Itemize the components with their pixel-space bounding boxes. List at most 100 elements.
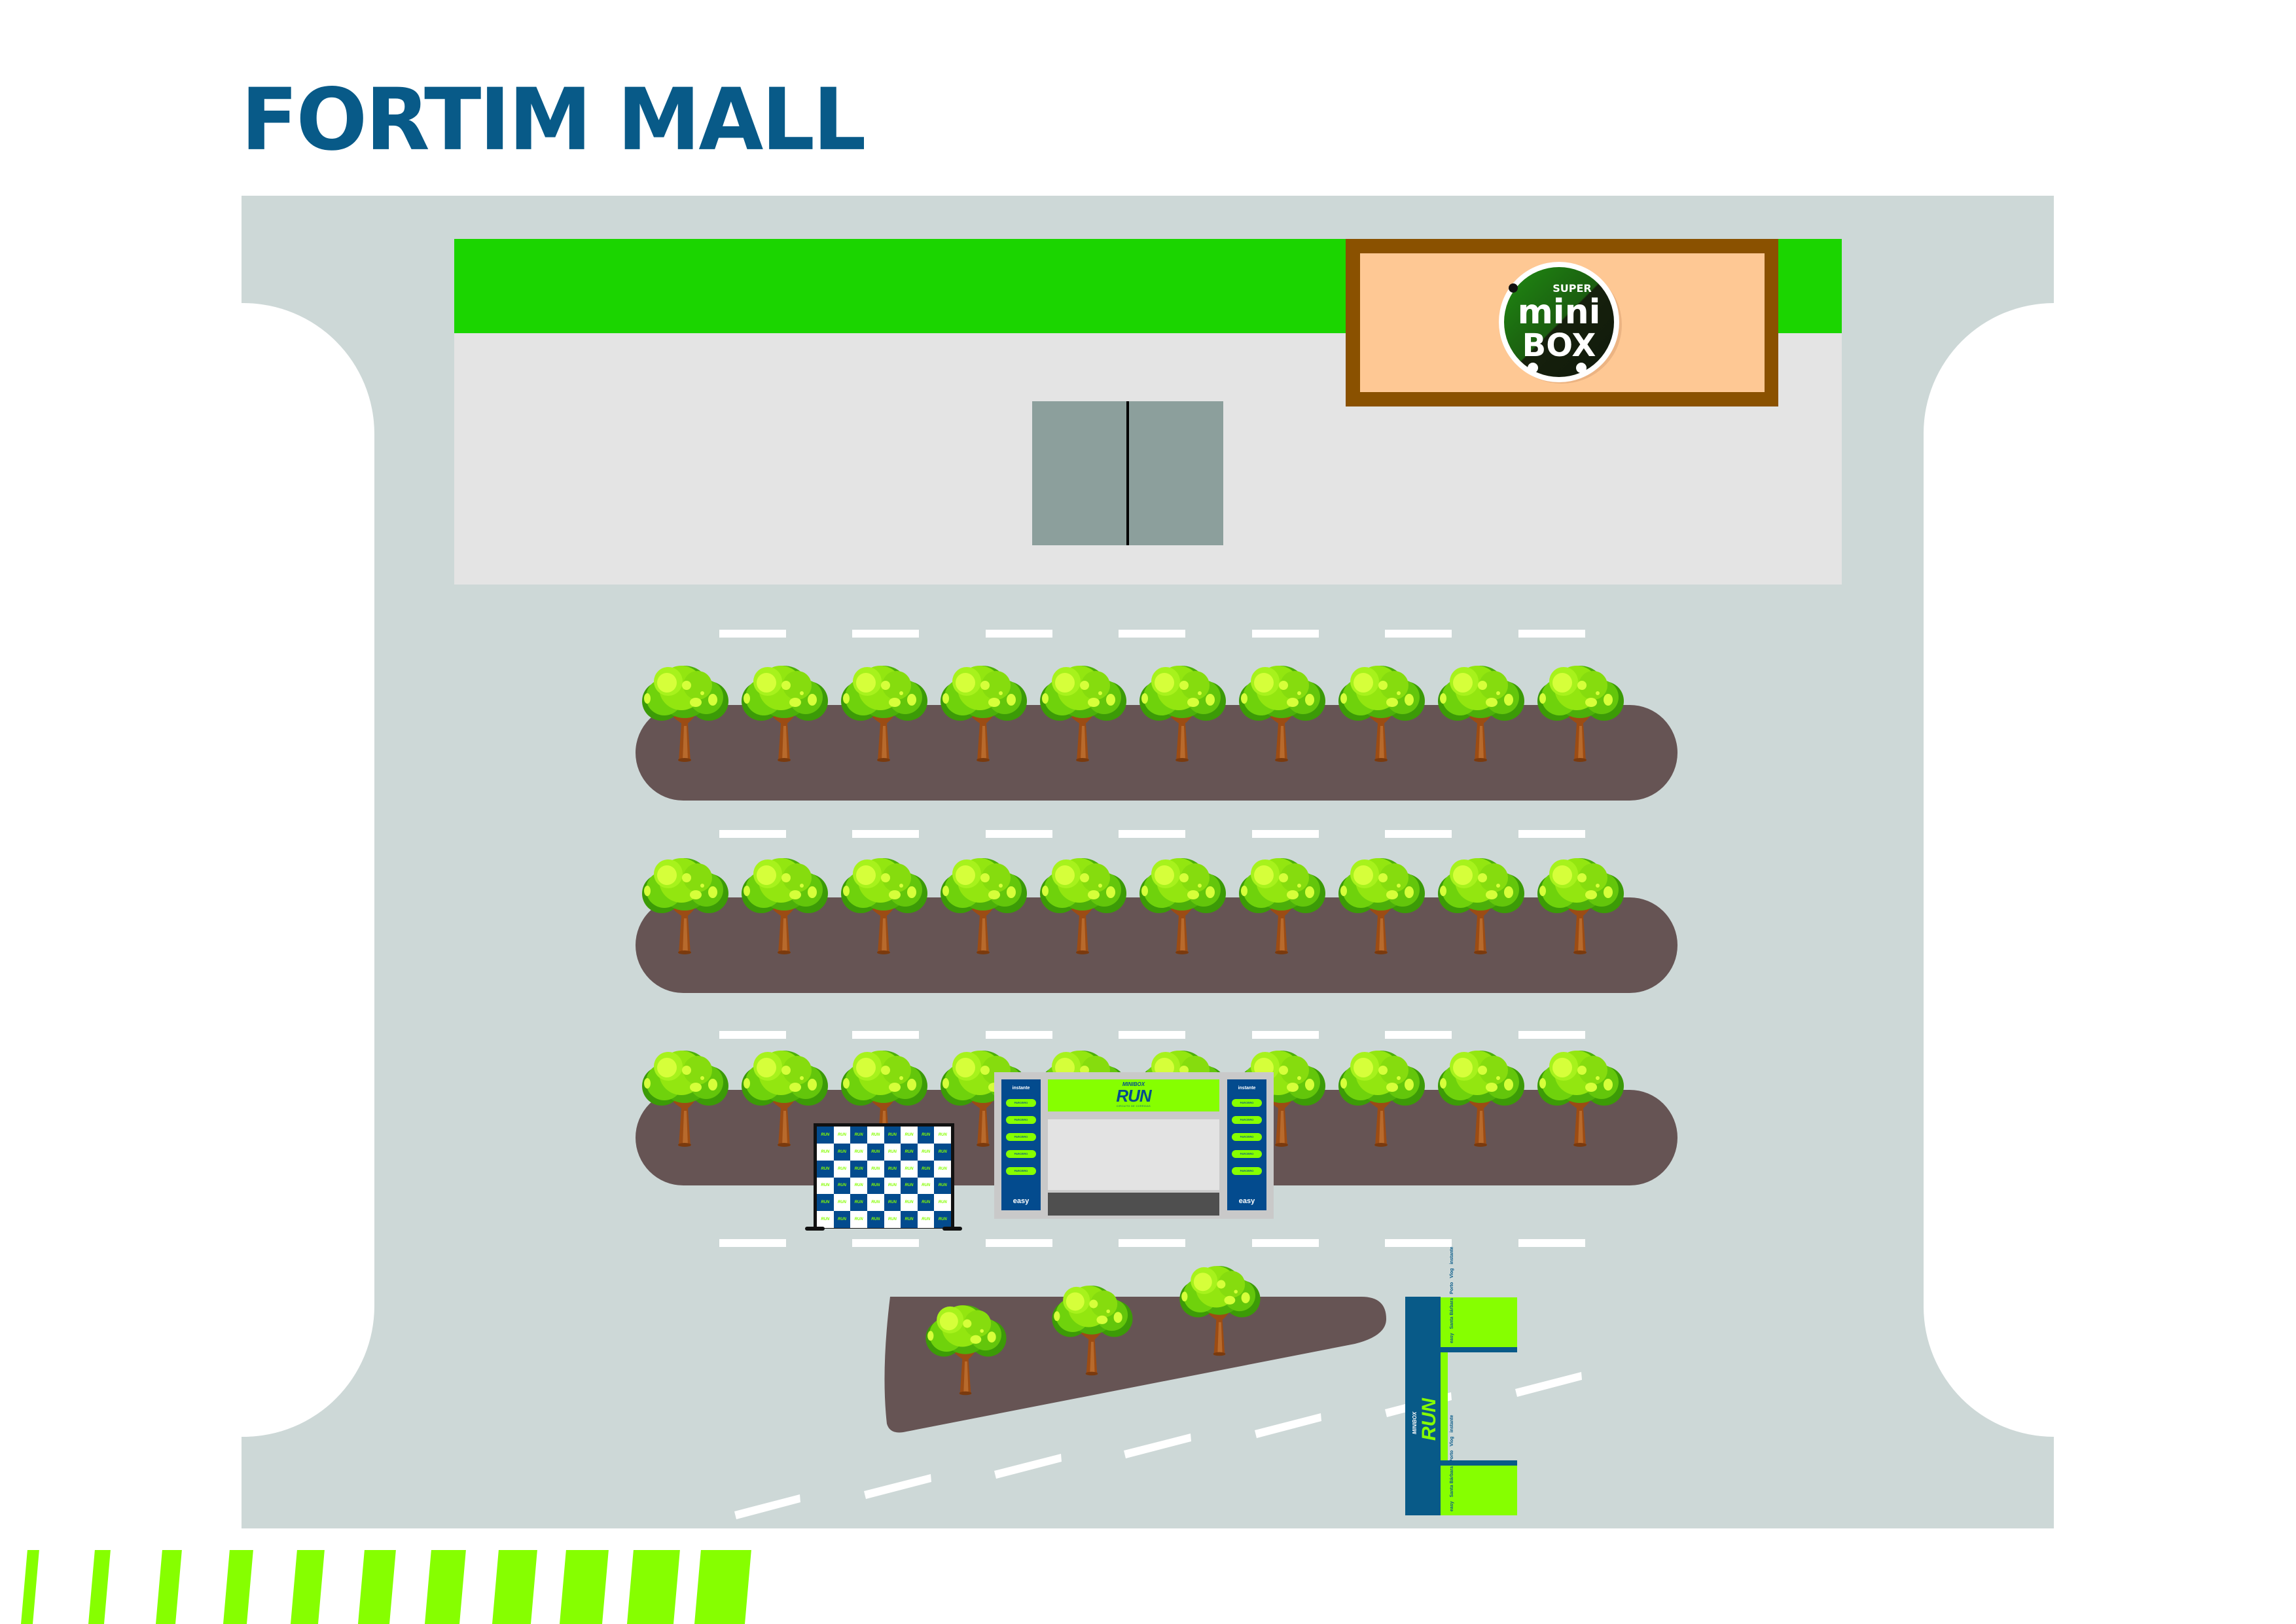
tree-icon	[1531, 1048, 1629, 1153]
stripe	[627, 1550, 681, 1624]
tree-icon	[1133, 856, 1231, 960]
tree-icon	[1531, 856, 1629, 960]
lane-dash	[986, 1031, 1052, 1039]
stage-banner: MINIBOX RUN CIRCUITO DE CORRIDAS	[1048, 1079, 1219, 1111]
pillar-footer-logo: easy	[1013, 1197, 1030, 1205]
backdrop-cell: RUN	[884, 1127, 901, 1144]
backdrop-cell: RUN	[817, 1211, 834, 1228]
backdrop-cell: RUN	[867, 1143, 884, 1161]
planter-island-wedge	[884, 1297, 1386, 1433]
partner-badge: PARCEIRO	[1006, 1099, 1036, 1107]
side-banner-arm-top: easy Santa Bárbara Porto Vlog instante	[1441, 1247, 1517, 1352]
backdrop-cell: RUN	[884, 1177, 901, 1195]
lane-dash	[852, 630, 919, 638]
minibox-logo-icon: SUPER mini BOX	[1499, 262, 1622, 384]
pillar-footer-logo: easy	[1238, 1197, 1255, 1205]
arm-shadow	[1441, 1460, 1517, 1466]
tree-icon	[834, 663, 933, 768]
lane-dash	[852, 1239, 919, 1247]
backdrop-cell: RUN	[901, 1127, 918, 1144]
tree-icon	[735, 1048, 833, 1153]
backdrop-cell: RUN	[901, 1160, 918, 1178]
stripe	[223, 1550, 253, 1624]
stage-pillar-right: instante PARCEIRO PARCEIRO PARCEIRO PARC…	[1227, 1079, 1266, 1210]
lane-dash	[1385, 1031, 1452, 1039]
svg-text:BOX: BOX	[1522, 327, 1596, 364]
backdrop-cell: RUN	[901, 1211, 918, 1228]
backdrop-cell: RUN	[901, 1177, 918, 1195]
partner-badge: PARCEIRO	[1006, 1150, 1036, 1158]
backdrop-cell: RUN	[833, 1211, 851, 1228]
lane-dash	[1119, 830, 1185, 838]
lane-dash	[852, 1031, 919, 1039]
stripe	[155, 1550, 182, 1624]
tree-icon	[735, 856, 833, 960]
backdrop-cell: RUN	[884, 1211, 901, 1228]
backdrop-cell: RUN	[934, 1177, 951, 1195]
spine-brand: MINIBOX	[1412, 1411, 1418, 1434]
tree-icon	[1232, 663, 1331, 768]
backdrop-cell: RUN	[934, 1160, 951, 1178]
backdrop-cell: RUN	[867, 1211, 884, 1228]
lane-dash	[719, 830, 786, 838]
stripe	[560, 1550, 609, 1624]
tree-icon	[934, 856, 1032, 960]
backdrop-cell: RUN	[867, 1160, 884, 1178]
tree-icon	[636, 856, 734, 960]
backdrop-cell: RUN	[817, 1194, 834, 1212]
backdrop-cell: RUN	[901, 1143, 918, 1161]
backdrop-cell: RUN	[833, 1194, 851, 1212]
tree-icon	[920, 1299, 1011, 1404]
door-divider	[1126, 401, 1129, 545]
stripe	[20, 1550, 39, 1624]
lane-dash	[986, 1239, 1052, 1247]
tree-icon	[834, 1048, 933, 1153]
stripe	[290, 1550, 325, 1624]
backdrop-cell: RUN	[884, 1143, 901, 1161]
lane-dash	[852, 830, 919, 838]
svg-text:mini: mini	[1518, 293, 1601, 332]
lane-dash	[1252, 1031, 1319, 1039]
road-markings	[734, 1372, 1582, 1519]
arm-shadow	[1441, 1347, 1517, 1352]
backdrop-cell: RUN	[850, 1177, 867, 1195]
backdrop-cell: RUN	[833, 1127, 851, 1144]
backdrop-cell: RUN	[917, 1211, 935, 1228]
backdrop-cell: RUN	[917, 1177, 935, 1195]
lane-dash	[986, 830, 1052, 838]
partner-badge: PARCEIRO	[1006, 1167, 1036, 1175]
tree-icon	[1431, 1048, 1530, 1153]
backdrop-cell: RUN	[884, 1194, 901, 1212]
lane-dash	[1252, 630, 1319, 638]
tree-icon	[735, 663, 833, 768]
backdrop-cell: RUN	[850, 1127, 867, 1144]
backdrop-cell: RUN	[867, 1177, 884, 1195]
lane-dash	[986, 630, 1052, 638]
lane-dash	[1518, 830, 1585, 838]
lane-dash	[719, 1031, 786, 1039]
side-banner-spine[interactable]: MINIBOX RUN	[1405, 1297, 1441, 1515]
banner-brand: MINIBOX	[1122, 1081, 1145, 1087]
backdrop-cell: RUN	[817, 1177, 834, 1195]
stage-base	[1048, 1193, 1219, 1216]
right-curb-cutout	[1924, 303, 2054, 1437]
lane-dash	[1385, 630, 1452, 638]
tree-icon	[834, 856, 933, 960]
partner-badge: PARCEIRO	[1006, 1116, 1036, 1124]
banner-tagline: CIRCUITO DE CORRIDAS	[1116, 1105, 1151, 1108]
planter-island-2	[636, 897, 1677, 993]
lane-dash	[719, 630, 786, 638]
backdrop-cell: RUN	[901, 1194, 918, 1212]
partner-badge: PARCEIRO	[1232, 1116, 1262, 1124]
backdrop-cell: RUN	[817, 1127, 834, 1144]
page-title: FORTIM MALL	[241, 70, 866, 170]
lane-dash	[1385, 830, 1452, 838]
side-banner-strip	[1441, 1352, 1448, 1460]
backdrop-cell: RUN	[850, 1143, 867, 1161]
stage-pillar-left: instante PARCEIRO PARCEIRO PARCEIRO PARC…	[1001, 1079, 1041, 1210]
tree-icon	[934, 663, 1032, 768]
tree-icon	[1232, 856, 1331, 960]
lane-dash	[1119, 1031, 1185, 1039]
